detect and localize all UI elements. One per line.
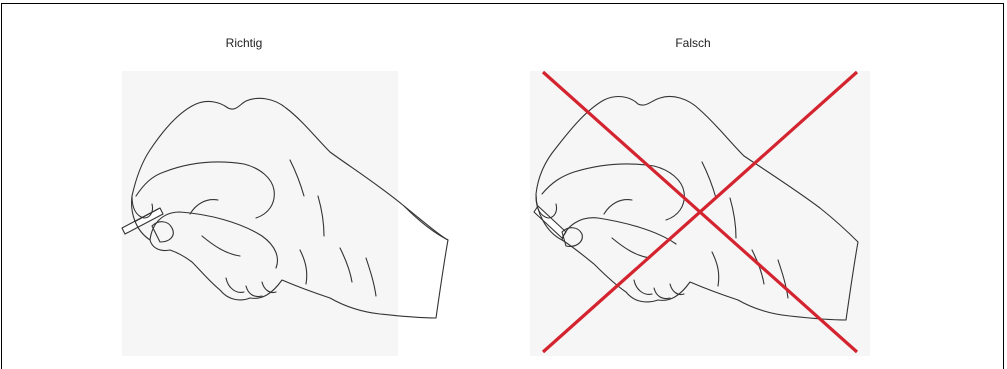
- red-x-icon: [543, 72, 857, 352]
- hand-holding-stylus-correct-icon: [122, 98, 448, 318]
